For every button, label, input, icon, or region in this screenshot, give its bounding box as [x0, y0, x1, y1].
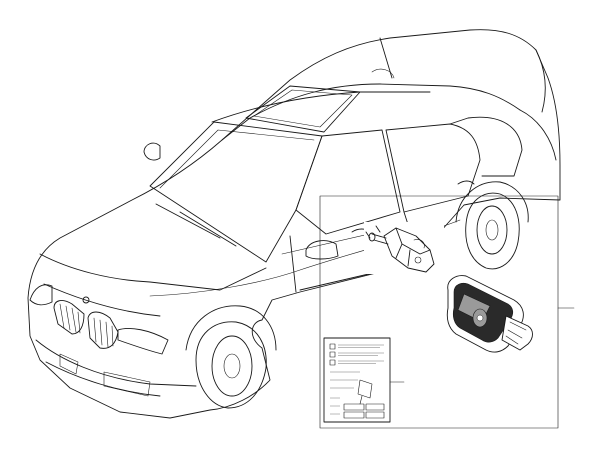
door-lock-cylinder-assembly	[364, 222, 444, 274]
remote-key-fob	[446, 275, 533, 353]
callout-frame	[319, 195, 575, 429]
instruction-sheet	[323, 337, 405, 423]
vehicle-outline	[27, 29, 561, 419]
